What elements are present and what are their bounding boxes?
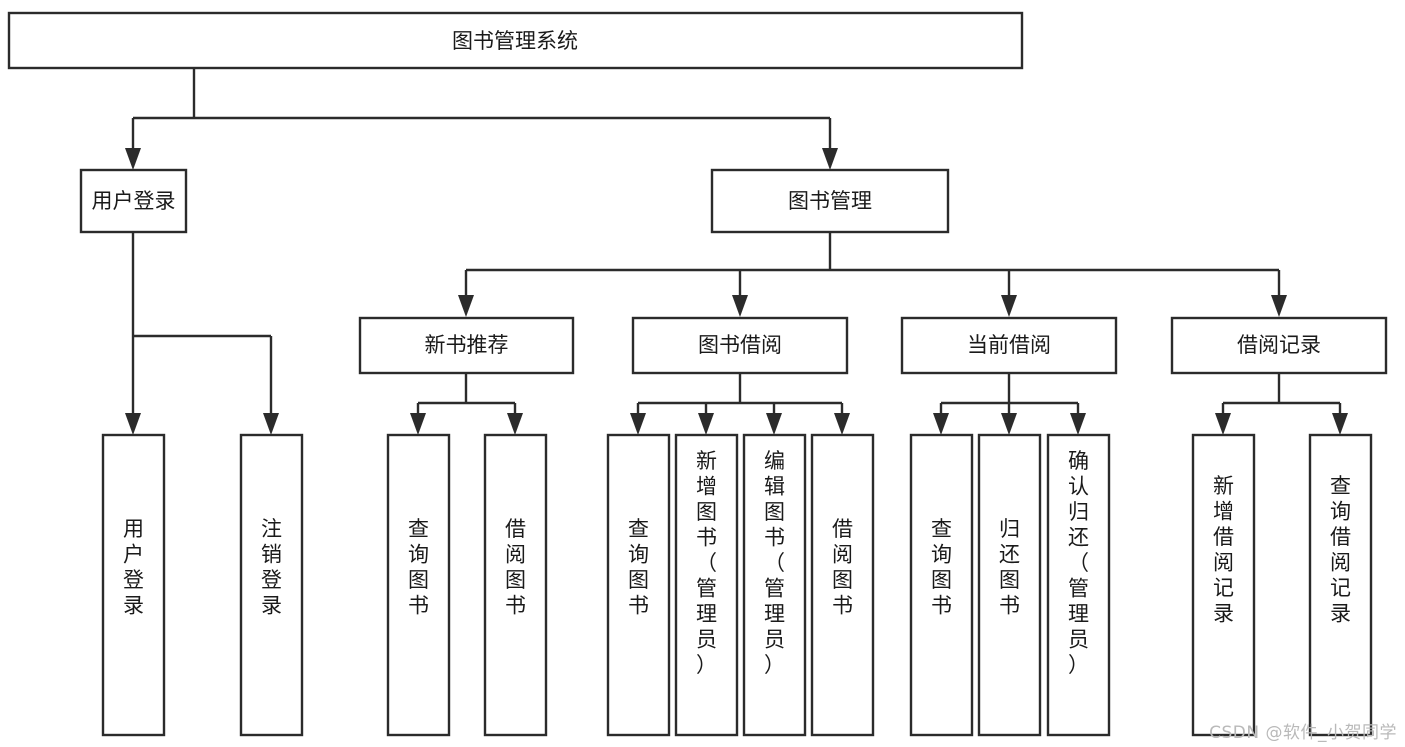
node-leaf-query-book-1-box[interactable] bbox=[386, 433, 451, 737]
node-book-manage-box[interactable] bbox=[710, 168, 950, 234]
node-current-borrow[interactable]: 当前借阅 bbox=[900, 316, 1118, 375]
node-leaf-add-borrow-record-label: 新增借阅记录 bbox=[1213, 474, 1234, 626]
node-leaf-query-borrow-record-box[interactable] bbox=[1308, 433, 1373, 737]
node-leaf-confirm-return-admin-box[interactable] bbox=[1046, 433, 1111, 737]
arrow-to-borrow-record bbox=[1271, 295, 1287, 317]
arrow-to-current-borrow bbox=[1001, 295, 1017, 317]
node-leaf-borrow-book-1[interactable]: 借阅图书 bbox=[483, 433, 548, 737]
node-leaf-logout-login-box[interactable] bbox=[239, 433, 304, 737]
node-current-borrow-label: 当前借阅 bbox=[967, 333, 1051, 357]
node-book-borrow-box[interactable] bbox=[631, 316, 849, 375]
arrow-to-new-book-recommend bbox=[458, 295, 474, 317]
node-leaf-borrow-book-1-box[interactable] bbox=[483, 433, 548, 737]
node-leaf-return-book-label: 归还图书 bbox=[999, 517, 1020, 618]
arrow-to-leaf-logout-login bbox=[263, 413, 279, 435]
node-leaf-borrow-book-2-label: 借阅图书 bbox=[832, 517, 853, 618]
node-root-box[interactable] bbox=[7, 11, 1024, 70]
node-book-manage[interactable]: 图书管理 bbox=[710, 168, 950, 234]
arrow-to-leaf-edit-book-admin bbox=[766, 413, 782, 435]
arrow-to-leaf-borrow-book-1 bbox=[507, 413, 523, 435]
arrow-to-leaf-query-book-3 bbox=[933, 413, 949, 435]
node-leaf-query-book-2-label: 查询图书 bbox=[628, 517, 649, 618]
node-leaf-query-book-3-box[interactable] bbox=[909, 433, 974, 737]
node-leaf-query-book-3[interactable]: 查询图书 bbox=[909, 433, 974, 737]
node-new-book-recommend[interactable]: 新书推荐 bbox=[358, 316, 575, 375]
arrow-to-leaf-query-borrow-record bbox=[1332, 413, 1348, 435]
arrow-to-leaf-return-book bbox=[1001, 413, 1017, 435]
node-leaf-return-book-box[interactable] bbox=[977, 433, 1042, 737]
node-leaf-return-book[interactable]: 归还图书 bbox=[977, 433, 1042, 737]
node-new-book-recommend-label: 新书推荐 bbox=[425, 333, 509, 357]
node-leaf-add-book-admin[interactable]: 新增图书（管理员） bbox=[674, 433, 739, 737]
node-leaf-add-borrow-record[interactable]: 新增借阅记录 bbox=[1191, 433, 1256, 737]
node-leaf-logout-login[interactable]: 注销登录 bbox=[239, 433, 304, 737]
node-leaf-query-book-1[interactable]: 查询图书 bbox=[386, 433, 451, 737]
node-leaf-logout-login-label: 注销登录 bbox=[261, 517, 282, 618]
arrow-root-to-book-manage bbox=[822, 148, 838, 170]
node-leaf-query-book-2[interactable]: 查询图书 bbox=[606, 433, 671, 737]
arrow-to-leaf-user-login bbox=[125, 413, 141, 435]
arrow-to-leaf-borrow-book-2 bbox=[834, 413, 850, 435]
node-leaf-query-borrow-record-label: 查询借阅记录 bbox=[1330, 474, 1351, 626]
node-user-login-box[interactable] bbox=[79, 168, 188, 234]
node-root[interactable]: 图书管理系统 bbox=[7, 11, 1024, 70]
node-root-label: 图书管理系统 bbox=[452, 29, 578, 53]
node-leaf-borrow-book-2[interactable]: 借阅图书 bbox=[810, 433, 875, 737]
node-leaf-add-book-admin-label: 新增图书（管理员） bbox=[696, 449, 717, 677]
node-new-book-recommend-box[interactable] bbox=[358, 316, 575, 375]
node-borrow-record[interactable]: 借阅记录 bbox=[1170, 316, 1388, 375]
node-borrow-record-label: 借阅记录 bbox=[1237, 333, 1321, 357]
node-leaf-user-login-box[interactable] bbox=[101, 433, 166, 737]
arrow-to-leaf-query-book-1 bbox=[410, 413, 426, 435]
arrow-to-book-borrow bbox=[732, 295, 748, 317]
node-book-borrow-label: 图书借阅 bbox=[698, 333, 782, 357]
arrow-to-leaf-query-book-2 bbox=[630, 413, 646, 435]
node-leaf-edit-book-admin-label: 编辑图书（管理员） bbox=[764, 449, 785, 677]
node-leaf-query-book-2-box[interactable] bbox=[606, 433, 671, 737]
arrow-root-to-user-login bbox=[125, 148, 141, 170]
arrow-to-leaf-add-borrow-record bbox=[1215, 413, 1231, 435]
node-leaf-user-login[interactable]: 用户登录 bbox=[101, 433, 166, 737]
node-leaf-add-borrow-record-box[interactable] bbox=[1191, 433, 1256, 737]
node-leaf-edit-book-admin[interactable]: 编辑图书（管理员） bbox=[742, 433, 807, 737]
connector-layer bbox=[125, 68, 1348, 435]
node-leaf-borrow-book-2-box[interactable] bbox=[810, 433, 875, 737]
node-user-login-label: 用户登录 bbox=[92, 189, 176, 213]
node-book-manage-label: 图书管理 bbox=[788, 189, 872, 213]
node-leaf-add-book-admin-box[interactable] bbox=[674, 433, 739, 737]
arrow-to-leaf-add-book-admin bbox=[698, 413, 714, 435]
node-leaf-query-book-3-label: 查询图书 bbox=[931, 517, 952, 618]
node-user-login[interactable]: 用户登录 bbox=[79, 168, 188, 234]
node-borrow-record-box[interactable] bbox=[1170, 316, 1388, 375]
arrow-to-leaf-confirm-return-admin bbox=[1070, 413, 1086, 435]
node-book-borrow[interactable]: 图书借阅 bbox=[631, 316, 849, 375]
node-leaf-edit-book-admin-box[interactable] bbox=[742, 433, 807, 737]
node-leaf-query-borrow-record[interactable]: 查询借阅记录 bbox=[1308, 433, 1373, 737]
node-leaf-user-login-label: 用户登录 bbox=[123, 517, 144, 618]
node-leaf-confirm-return-admin[interactable]: 确认归还（管理员） bbox=[1046, 433, 1111, 737]
node-current-borrow-box[interactable] bbox=[900, 316, 1118, 375]
node-leaf-confirm-return-admin-label: 确认归还（管理员） bbox=[1068, 449, 1089, 677]
node-leaf-query-book-1-label: 查询图书 bbox=[408, 517, 429, 618]
node-leaf-borrow-book-1-label: 借阅图书 bbox=[505, 517, 526, 618]
